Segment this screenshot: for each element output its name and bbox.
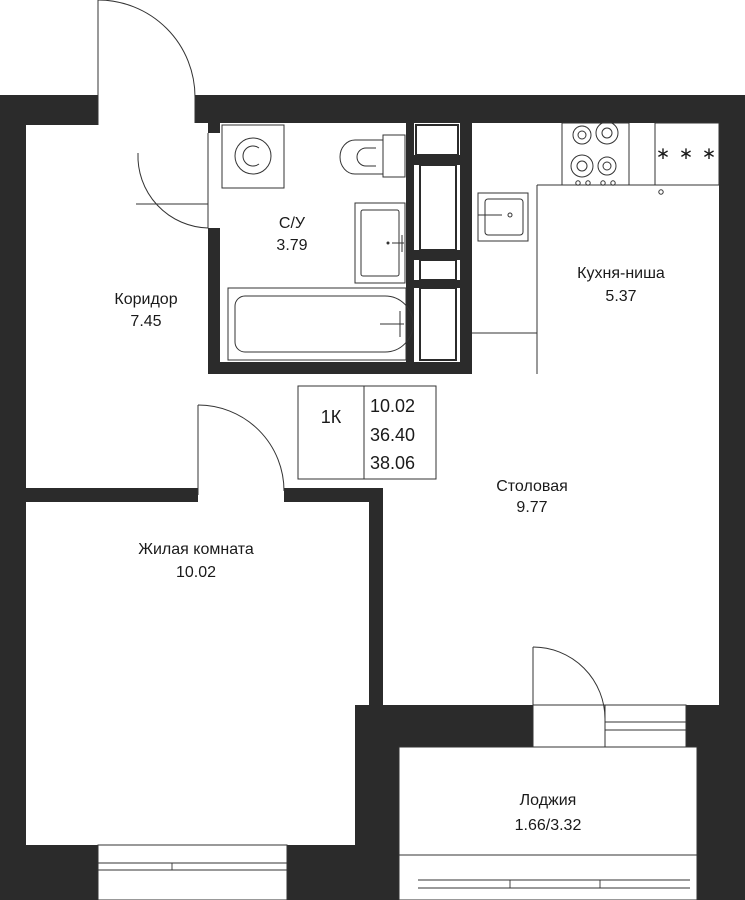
bathroom-sink-icon (354, 202, 406, 284)
loggia-name: Лоджия (520, 792, 577, 809)
wall-corridor-living-right (284, 488, 383, 502)
bathroom-area: 3.79 (276, 237, 307, 254)
dining-name: Столовая (496, 478, 568, 495)
window-dining-balcony (604, 704, 687, 748)
window-living (97, 844, 288, 900)
info-box: 1К 10.02 36.40 38.06 (297, 385, 437, 480)
shaft-divider-2 (414, 250, 460, 260)
walls (0, 95, 745, 900)
living-room-name: Жилая комната (138, 541, 254, 558)
wall-loggia-right (697, 745, 745, 900)
apartment-type: 1К (321, 407, 342, 427)
corridor-area: 7.45 (130, 313, 161, 330)
wall-shaft-right (460, 123, 472, 374)
wall-bath-right (406, 123, 414, 374)
washing-machine-icon (221, 124, 285, 189)
wall-living-dining (369, 488, 383, 708)
outer-wall-left (0, 95, 26, 900)
door-loggia (532, 646, 606, 748)
dining-area: 9.77 (516, 499, 547, 516)
door-living (197, 404, 285, 495)
stove-icon (561, 121, 630, 186)
window-loggia (398, 854, 698, 900)
bathroom-name: С/У (279, 215, 306, 232)
wall-bath-left-top (208, 123, 220, 133)
wall-dining-bottom (355, 705, 533, 747)
wall-bath-bottom (208, 362, 472, 374)
living-room-area: 10.02 (176, 564, 216, 581)
outer-wall-bottom-middle (287, 845, 367, 900)
living-area-value: 10.02 (370, 396, 415, 416)
door-bathroom (136, 133, 209, 229)
kitchen-area: 5.37 (605, 288, 636, 305)
cooktop-indicator-symbols: ∗ ∗ ∗ (656, 144, 718, 163)
total-area-value: 36.40 (370, 425, 415, 445)
wall-bath-left (208, 228, 220, 374)
kitchen-sink-icon (477, 192, 529, 242)
toilet-icon (339, 134, 406, 178)
shaft-cells (415, 124, 459, 361)
loggia-area: 1.66/3.32 (515, 817, 582, 834)
wall-dining-bottom-right (686, 705, 745, 747)
shaft-divider-1 (414, 155, 460, 165)
shaft-divider-3 (414, 280, 460, 288)
outer-wall-top-right (195, 95, 745, 123)
corridor-name: Коридор (114, 291, 177, 308)
cooktop-indicator-icon: ∗ ∗ ∗ (654, 122, 720, 195)
outer-wall-bottom-left (0, 845, 98, 900)
wall-corridor-living-left (26, 488, 198, 502)
door-entrance (97, 0, 196, 125)
kitchen-name: Кухня-ниша (577, 265, 665, 282)
bathtub-icon (227, 287, 414, 361)
total-with-loggia-value: 38.06 (370, 453, 415, 473)
